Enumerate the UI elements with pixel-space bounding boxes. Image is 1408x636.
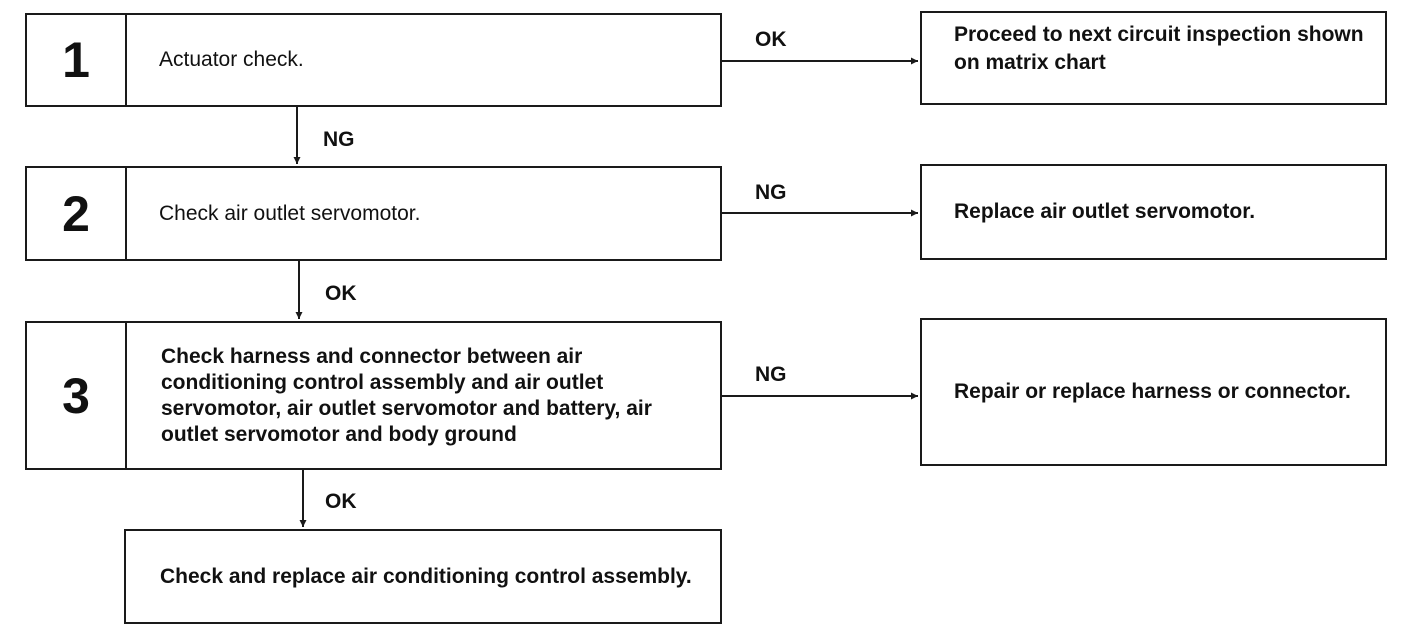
step-3-text: Check harness and connector between air … bbox=[161, 344, 652, 446]
outcome-proceed-next-inspection: Proceed to next circuit inspection shown… bbox=[920, 11, 1387, 105]
outcome-replace-control-assembly: Check and replace air conditioning contr… bbox=[124, 529, 722, 624]
step-2-number: 2 bbox=[27, 168, 127, 259]
step-3-box: 3 Check harness and connector between ai… bbox=[25, 321, 722, 470]
step-1-box: 1 Actuator check. bbox=[25, 13, 722, 107]
label-step2-ok: OK bbox=[325, 282, 357, 305]
step-1-text: Actuator check. bbox=[159, 48, 304, 71]
label-step1-ng: NG bbox=[323, 128, 355, 151]
step-2-text: Check air outlet servomotor. bbox=[159, 201, 421, 225]
step-2-box: 2 Check air outlet servomotor. bbox=[25, 166, 722, 261]
label-step3-ng: NG bbox=[755, 363, 787, 386]
label-step2-ng: NG bbox=[755, 181, 787, 204]
label-step1-ok: OK bbox=[755, 28, 787, 51]
step-1-number: 1 bbox=[27, 15, 127, 105]
outcome-repair-harness: Repair or replace harness or connector. bbox=[920, 318, 1387, 466]
label-step3-ok: OK bbox=[325, 490, 357, 513]
step-3-number: 3 bbox=[27, 323, 127, 468]
outcome-replace-servomotor: Replace air outlet servomotor. bbox=[920, 164, 1387, 260]
